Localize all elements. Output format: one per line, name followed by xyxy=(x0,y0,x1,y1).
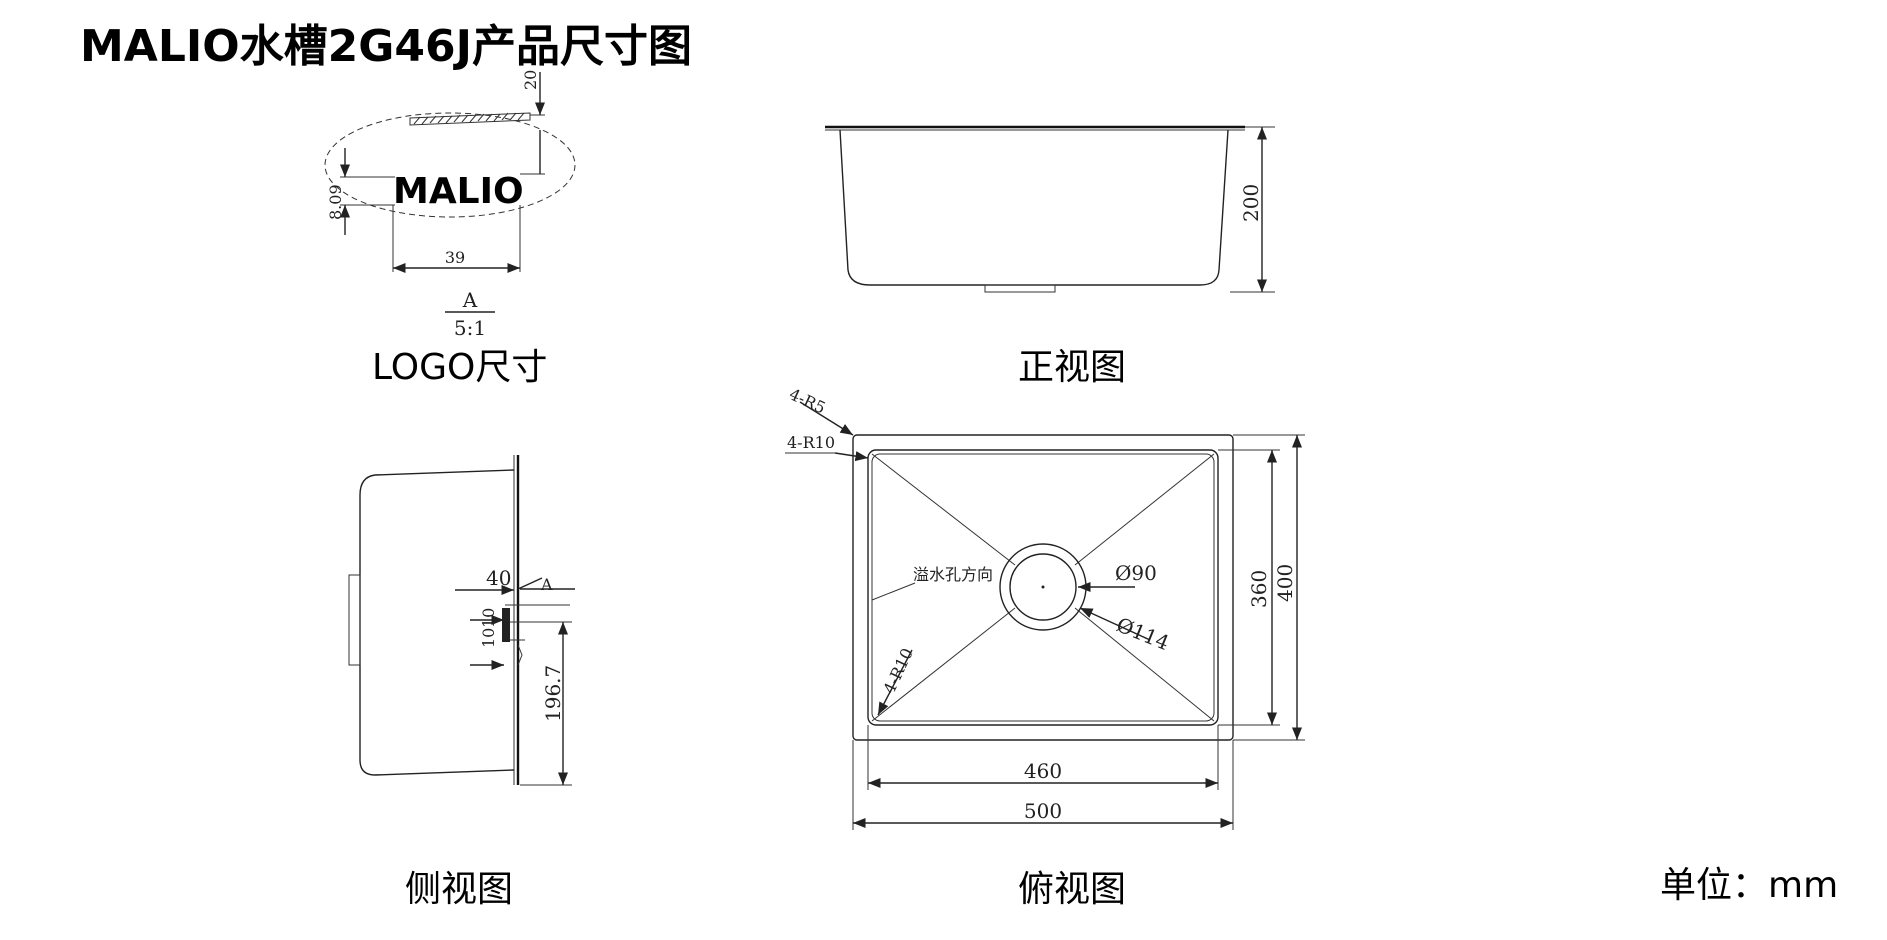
dim-logo-8-09: 8.09 xyxy=(326,184,345,220)
side-drain xyxy=(348,574,361,666)
caption-front-view: 正视图 xyxy=(1018,347,1127,388)
front-view: 200 xyxy=(825,125,1275,293)
dim-top-400: 400 xyxy=(1273,564,1297,602)
corner-r10-bottom-label: 4-R10 xyxy=(879,645,917,697)
top-view: 溢水孔方向 Ø90 Ø114 4-R5 4-R10 4-R10 460 500 … xyxy=(785,384,1305,830)
corner-r10-label: 4-R10 xyxy=(787,433,835,452)
dim-logo-20: 20 xyxy=(521,70,540,90)
side-detail-marker: A xyxy=(540,575,553,594)
front-drain xyxy=(984,284,1056,293)
page-title: MALIO水槽2G46J产品尺寸图 xyxy=(80,21,692,72)
dim-drain-90: Ø90 xyxy=(1115,561,1157,585)
slope-lines xyxy=(871,453,1215,722)
detail-label: A xyxy=(462,288,478,312)
side-view: A 40 10 10 196.7 xyxy=(348,455,575,786)
dim-side-small-2: 10 xyxy=(479,628,498,648)
unit-label: 单位：mm xyxy=(1660,865,1839,906)
drain-center xyxy=(1041,585,1045,589)
front-bowl xyxy=(839,129,1229,286)
dim-side-small-1: 10 xyxy=(479,608,498,628)
hatch-lines xyxy=(413,112,525,125)
detail-ellipse xyxy=(324,112,576,218)
caption-side-view: 侧视图 xyxy=(405,869,514,910)
dim-drain-114: Ø114 xyxy=(1113,612,1173,655)
dim-top-460: 460 xyxy=(1024,759,1062,783)
logo-mark: MALIO xyxy=(393,171,524,212)
top-outer-rim xyxy=(852,434,1234,741)
logo-detail-view: MALIO 20 8.09 39 A 5:1 xyxy=(324,70,576,340)
dim-logo-39: 39 xyxy=(445,248,465,267)
dim-top-360: 360 xyxy=(1247,570,1271,608)
overflow-fitting xyxy=(502,608,510,642)
corner-r5-label: 4-R5 xyxy=(786,384,828,417)
dim-side-40: 40 xyxy=(486,566,511,590)
dim-front-200: 200 xyxy=(1239,184,1263,222)
caption-top-view: 俯视图 xyxy=(1018,869,1127,910)
drain-inner-circle xyxy=(1009,553,1077,621)
dim-top-500: 500 xyxy=(1024,799,1062,823)
dim-side-196-7: 196.7 xyxy=(541,665,565,722)
hatched-surface xyxy=(409,112,531,126)
caption-logo-size: LOGO尺寸 xyxy=(372,347,548,388)
top-inner-bowl xyxy=(867,449,1219,726)
overflow-direction-label: 溢水孔方向 xyxy=(913,565,993,584)
detail-scale: 5:1 xyxy=(454,316,486,340)
